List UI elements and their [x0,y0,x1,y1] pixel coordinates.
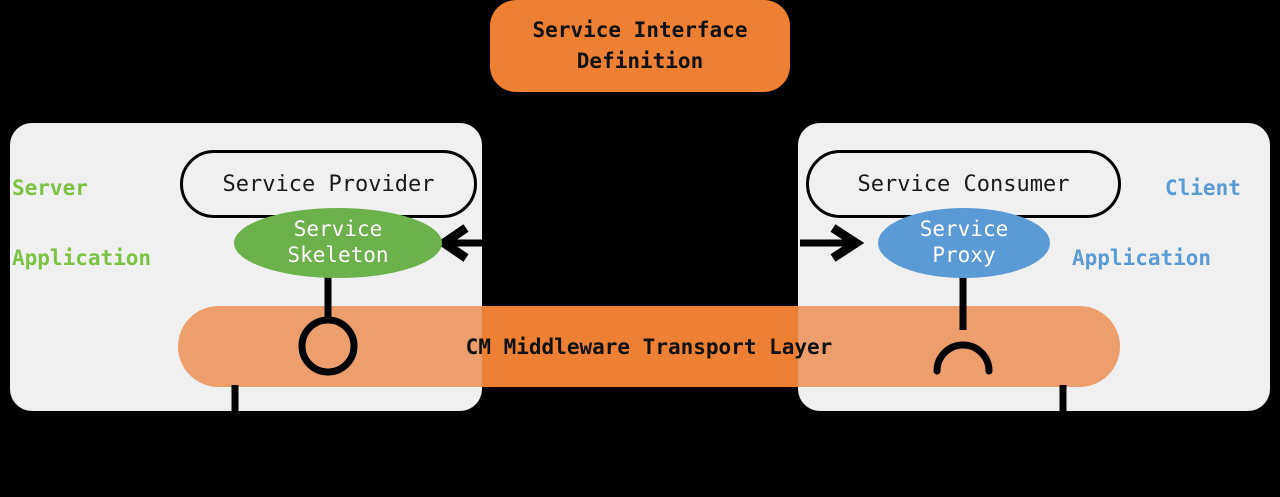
service-proxy-node: Service Proxy [878,208,1050,278]
service-proxy-label-line-1: Service [919,217,1009,242]
service-provider-label: Service Provider [222,171,435,197]
client-label-line-2: Application [1072,246,1212,270]
cm-middleware-transport-layer-bar: CM Middleware Transport Layer [178,306,1120,387]
service-skeleton-node: Service Skeleton [234,208,442,278]
transport-bar-label: CM Middleware Transport Layer [465,334,833,359]
client-label-line-1: Client [1165,176,1241,200]
service-proxy-label-line-2: Proxy [932,243,996,267]
service-interface-definition-box: Service Interface Definition [490,0,790,92]
title-line-1: Service Interface [532,18,748,42]
service-skeleton-label-line-1: Service [293,217,383,242]
service-skeleton-label-line-2: Skeleton [287,243,389,267]
server-label-line-2: Application [12,246,152,270]
transport-bar-middle-segment [482,306,798,387]
title-line-2: Definition [576,49,704,73]
service-consumer-label: Service Consumer [857,171,1070,197]
server-label-line-1: Server [12,176,88,200]
